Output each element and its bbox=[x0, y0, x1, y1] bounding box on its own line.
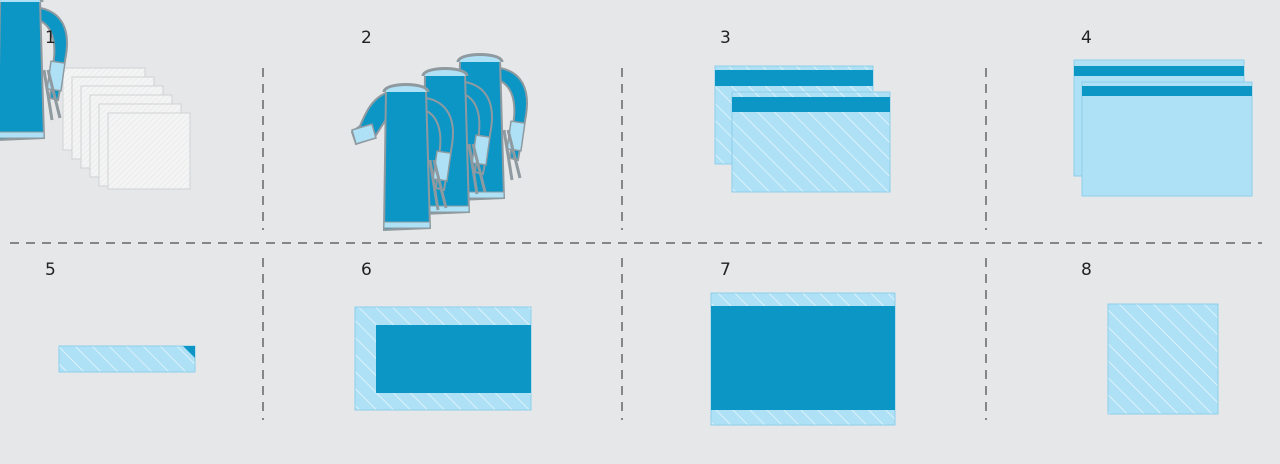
gauze-swab-stack-illustration bbox=[62, 67, 191, 190]
cell-number-4: 4 bbox=[1081, 28, 1092, 48]
square-drape-illustration bbox=[1107, 303, 1219, 415]
cell-number-7: 7 bbox=[720, 260, 731, 280]
surgical-gown-set-illustration bbox=[0, 0, 529, 232]
drape-pair-thin-band-illustration bbox=[1073, 59, 1253, 197]
cell-number-2: 2 bbox=[361, 28, 372, 48]
cell-number-3: 3 bbox=[720, 28, 731, 48]
adhesive-tape-strip-illustration bbox=[58, 345, 196, 373]
cell-number-1: 1 bbox=[45, 28, 56, 48]
cell-number-6: 6 bbox=[361, 260, 372, 280]
grid-dividers bbox=[10, 68, 1262, 420]
cell-number-5: 5 bbox=[45, 260, 56, 280]
drape-with-wide-center-illustration bbox=[710, 292, 896, 426]
drape-with-framed-center-illustration bbox=[354, 306, 532, 411]
front-gown bbox=[350, 83, 455, 232]
cell-number-8: 8 bbox=[1081, 260, 1092, 280]
gown-shape bbox=[0, 0, 68, 141]
drape-pair-narrow-band-illustration bbox=[714, 65, 891, 193]
